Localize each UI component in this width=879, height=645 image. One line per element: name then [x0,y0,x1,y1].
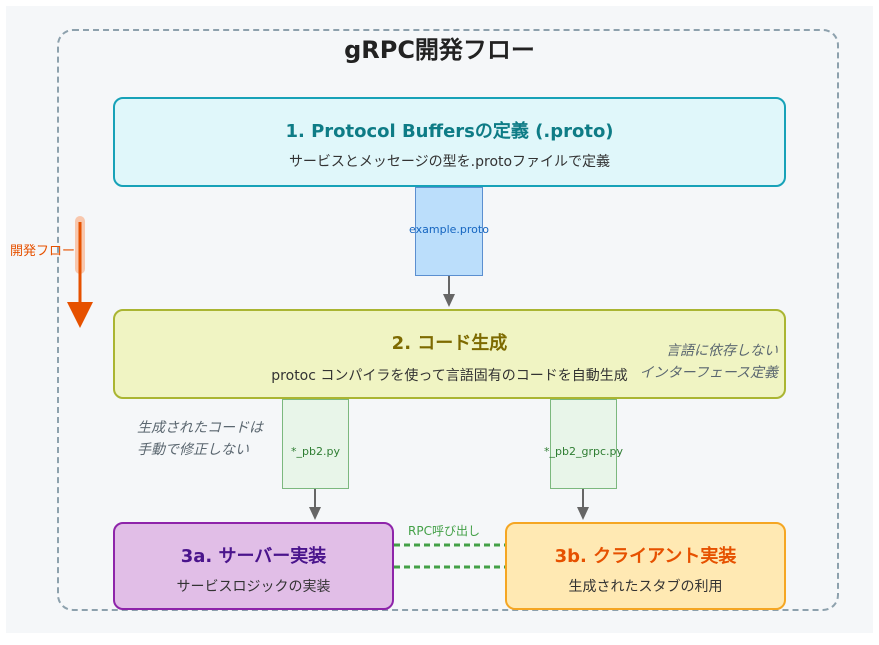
proto-file: example.proto [409,187,489,276]
step-codegen-desc: protoc コンパイラを使って言語固有のコードを自動生成 [271,368,628,384]
pb2-grpc-file-label: *_pb2_grpc.py [544,445,623,458]
flow-label: 開発フロー [10,244,76,259]
step-server-title: 3a. サーバー実装 [180,546,327,567]
pb2-grpc-file: *_pb2_grpc.py [544,399,623,489]
generated-code-note: 生成されたコードは 手動で修正しない [137,417,297,461]
diagram-title: gRPC開発フロー [344,36,535,64]
arrow-grpc-to-client-head [577,507,589,520]
step-server-desc: サービスロジックの実装 [176,579,331,595]
pb2-file-label: *_pb2.py [291,445,340,458]
pb2-file: *_pb2.py [282,399,349,489]
step-proto-desc: サービスとメッセージの型を.protoファイルで定義 [288,154,611,170]
generated-code-note-line: 生成されたコードは [137,420,263,436]
arrow-proto-to-codegen-head [443,294,455,307]
interface-note-line: インターフェース定義 [639,365,778,381]
step-client-box: 3b. クライアント実装 生成されたスタブの利用 [505,522,786,610]
diagram-frame [57,29,839,611]
flow-arrow-head [67,302,93,328]
arrow-pb2-to-server-head [309,507,321,520]
interface-note-line: 言語に依存しない [666,343,778,359]
step-codegen-box: 2. コード生成 protoc コンパイラを使って言語固有のコードを自動生成 [113,309,786,399]
step-client-title: 3b. クライアント実装 [554,546,737,567]
step-client-desc: 生成されたスタブの利用 [568,579,723,595]
step-proto-box: 1. Protocol Buffersの定義 (.proto) サービスとメッセ… [113,97,786,187]
step-server-box: 3a. サーバー実装 サービスロジックの実装 [113,522,394,610]
step-codegen-title: 2. コード生成 [391,333,508,354]
proto-file-label: example.proto [409,223,489,236]
rpc-call-label: RPC呼び出し [408,524,480,538]
interface-note: 言語に依存しない インターフェース定義 [618,340,778,384]
step-proto-title: 1. Protocol Buffersの定義 (.proto) [285,121,614,142]
generated-code-note-line: 手動で修正しない [137,442,249,458]
